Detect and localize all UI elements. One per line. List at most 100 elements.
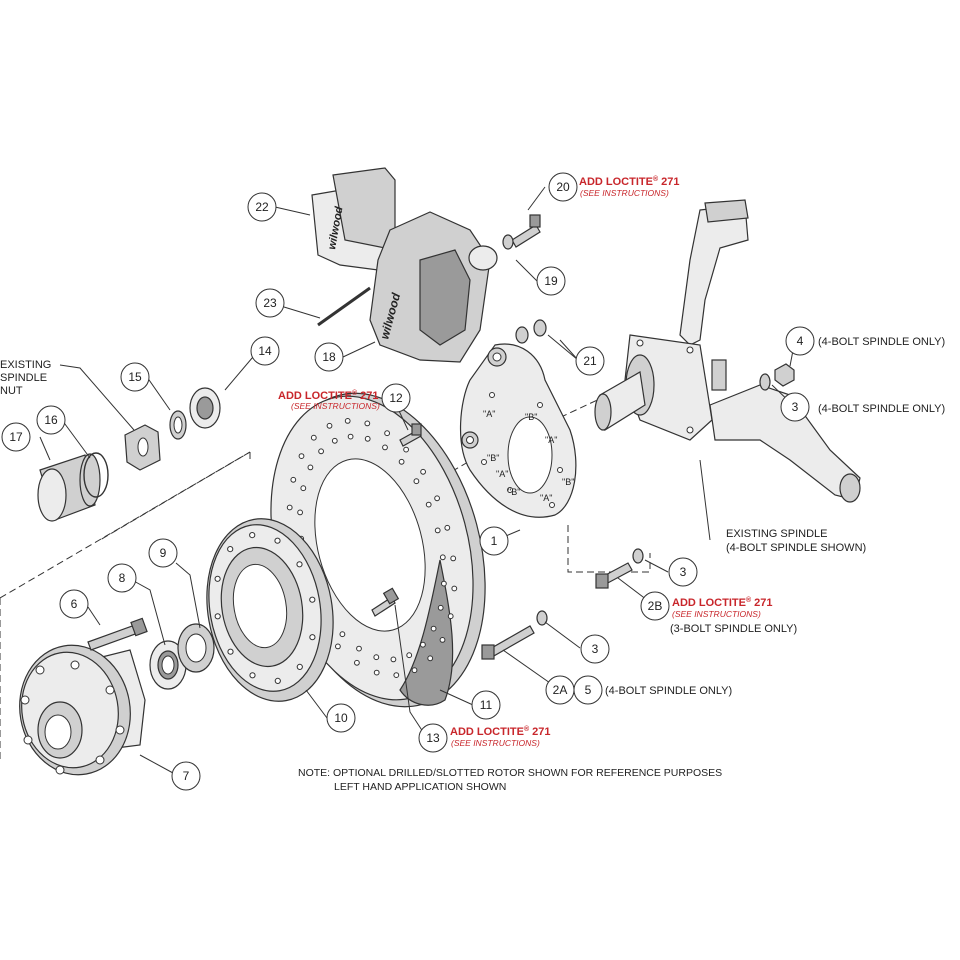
existing-spindle-nut-label-line-2: SPINDLE — [0, 372, 47, 384]
rotor-drill-hole — [447, 613, 454, 620]
rotor-drill-hole — [331, 437, 338, 444]
callout-number: 7 — [183, 769, 190, 783]
callout-number: 23 — [263, 296, 277, 310]
callout-9: 9 — [148, 538, 178, 568]
rotor-drill-hole — [310, 434, 317, 441]
hat-bolt-hole — [249, 672, 256, 679]
callout-circle — [314, 342, 344, 372]
caliper-bolt-washer — [502, 234, 514, 250]
o-ring — [83, 452, 109, 498]
callout-circle — [548, 172, 578, 202]
callout-19: 19 — [536, 266, 566, 296]
see-instructions: (SEE INSTRUCTIONS) — [291, 401, 380, 411]
loctite-note-12: ADD LOCTITE®271 (SEE INSTRUCTIONS) — [278, 389, 380, 411]
rotor-drill-hole — [339, 631, 346, 638]
existing-spindle — [594, 199, 861, 503]
callout-number: 12 — [389, 391, 403, 405]
existing-spindle-nut-label-line-1: EXISTING — [0, 359, 51, 371]
callout-circle — [247, 192, 277, 222]
hat-bolt-hole — [249, 532, 256, 539]
callout-17: 17 — [1, 422, 31, 452]
callout-circle — [536, 266, 566, 296]
callout-circle — [580, 634, 610, 664]
callout-number: 4 — [797, 334, 804, 348]
rotor-drill-hole — [450, 555, 457, 562]
callout-2a: 2A — [545, 675, 575, 705]
rotor-drill-hole — [390, 656, 397, 663]
callout-number: 1 — [491, 534, 498, 548]
rotor-drill-hole — [451, 585, 458, 592]
rotor-drill-hole — [427, 655, 434, 662]
loctite-note-20: ADD LOCTITE®271 (SEE INSTRUCTIONS) — [579, 175, 679, 198]
callout-number: 20 — [556, 180, 570, 194]
outer-bearing — [189, 387, 221, 429]
callout-number: 9 — [160, 546, 167, 560]
hat-bolt-hole — [309, 634, 316, 641]
wheel-hub — [19, 644, 146, 776]
callout-circle — [785, 326, 815, 356]
callout-circle — [640, 591, 670, 621]
loctite-number: 271 — [360, 390, 378, 402]
rotor-drill-hole — [420, 641, 426, 648]
callout-number: 21 — [583, 354, 597, 368]
rotor-drill-hole — [364, 435, 371, 442]
rotor-drill-hole — [373, 654, 380, 661]
see-instructions: (SEE INSTRUCTIONS) — [672, 609, 761, 619]
loctite-prefix: ADD LOCTITE — [579, 176, 653, 188]
loctite-reg: ® — [746, 596, 752, 604]
rotor-drill-hole — [398, 458, 405, 465]
brake-pads: wilwood — [311, 167, 396, 271]
spindle-nut — [124, 424, 161, 471]
callout-5: 5 — [573, 675, 603, 705]
callout-circle — [250, 336, 280, 366]
svg-text:ADD LOCTITE®271: ADD LOCTITE®271 — [672, 596, 772, 609]
caliper-mounting-bracket: "A" "B" "A" "B" "A" "B" "B" "A" — [460, 343, 577, 518]
rotor-drill-hole — [411, 667, 418, 674]
callout-circle — [780, 392, 810, 422]
rotor-drill-hole — [437, 604, 444, 611]
rotor-drill-hole — [434, 495, 441, 502]
callout-circle — [326, 703, 356, 733]
hat-bolt-hole — [296, 561, 303, 568]
bracket-mark-b-2: "B" — [487, 453, 499, 463]
hat-bolt-hole — [214, 613, 221, 620]
rotor-drill-hole — [354, 659, 360, 666]
rotor-drill-hole — [300, 485, 307, 492]
bracket-mark-a-1: "A" — [483, 409, 495, 419]
hat-bolt-hole — [309, 596, 316, 603]
bolt-2b — [595, 562, 633, 589]
hat-bolt-hole — [274, 677, 281, 685]
callout-3a: 3 — [780, 392, 810, 422]
existing-spindle-label-line-1: EXISTING SPINDLE — [726, 528, 827, 540]
callout-18: 18 — [314, 342, 344, 372]
rotor-drill-hole — [286, 504, 293, 511]
bracket-mark-a-2: "A" — [545, 435, 557, 445]
callout-circle — [171, 761, 201, 791]
loctite-prefix: ADD LOCTITE — [450, 726, 524, 738]
rotor-drill-hole — [434, 527, 441, 534]
bolt-2a — [481, 625, 535, 660]
see-instructions: (SEE INSTRUCTIONS) — [580, 188, 669, 198]
rotor-drill-hole — [290, 476, 297, 483]
callout-number: 16 — [44, 413, 58, 427]
note-line-2: LEFT HAND APPLICATION SHOWN — [334, 781, 506, 793]
bracket-mark-b-1: "B" — [525, 412, 537, 422]
callout-number: 17 — [9, 430, 23, 444]
loctite-number: 271 — [754, 597, 772, 609]
loctite-number: 271 — [532, 726, 550, 738]
callouts: 12A2B33345678910111213141516171819202122… — [1, 172, 815, 791]
loctite-note-2b: ADD LOCTITE®271 (SEE INSTRUCTIONS) — [672, 596, 772, 619]
callout-circle — [59, 589, 89, 619]
callout-circle — [418, 723, 448, 753]
callout-number: 14 — [258, 344, 272, 358]
callout-circle — [668, 557, 698, 587]
spindle-washer-3 — [759, 373, 771, 391]
callout-number: 15 — [128, 370, 142, 384]
callout-circle — [573, 675, 603, 705]
rotor-drill-hole — [356, 645, 362, 652]
loctite-reg: ® — [524, 725, 530, 733]
rotor-hat — [206, 518, 334, 702]
wheel-stud — [87, 617, 148, 651]
callout-circle — [381, 383, 411, 413]
callout-number: 3 — [792, 400, 799, 414]
